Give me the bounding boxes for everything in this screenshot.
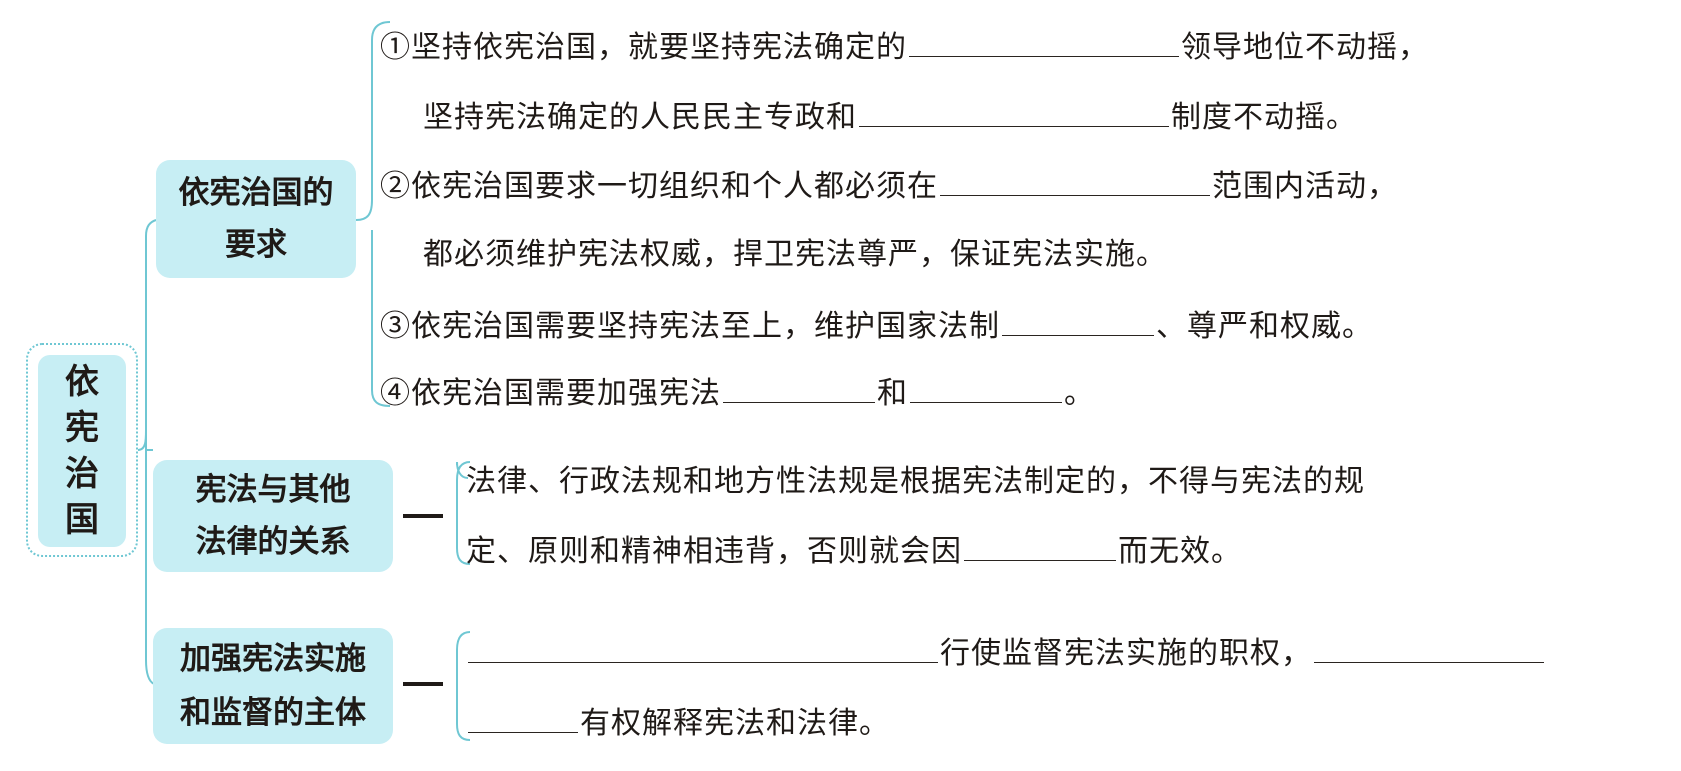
fill-in-blank[interactable]: [723, 372, 875, 403]
branch-node-relationship: 宪法与其他 法律的关系: [153, 460, 393, 572]
requirement-item-3-line-1: ③依宪治国需要坚持宪法至上，维护国家法制、尊严和权威。: [380, 305, 1373, 347]
relationship-line-1: 法律、行政法规和地方性法规是根据宪法制定的，不得与宪法的规: [466, 464, 1365, 499]
supervision-line-1: 行使监督宪法实施的职权，: [466, 632, 1546, 674]
fill-in-blank[interactable]: [468, 702, 578, 733]
root-node-label: 依宪治国: [65, 362, 99, 540]
branch-node-requirements: 依宪治国的 要求: [156, 160, 356, 278]
fill-in-blank[interactable]: [1002, 305, 1154, 336]
branch-node-label: 和监督的主体: [180, 695, 366, 731]
branch-node-label: 依宪治国的: [178, 175, 334, 211]
root-node-border: [26, 343, 138, 557]
fill-in-blank[interactable]: [859, 96, 1169, 127]
root-node: 依宪治国: [38, 355, 126, 547]
branch-node-supervision-subject: 加强宪法实施 和监督的主体: [153, 628, 393, 744]
requirement-item-4-line-1: ④依宪治国需要加强宪法和。: [380, 372, 1095, 414]
branch-node-label: 要求: [225, 227, 287, 263]
branch-dash: [403, 514, 443, 518]
fill-in-blank[interactable]: [468, 632, 938, 663]
fill-in-blank[interactable]: [940, 165, 1210, 196]
requirement-item-1-line-1: ①坚持依宪治国，就要坚持宪法确定的领导地位不动摇，: [380, 26, 1429, 68]
branch-dash: [403, 682, 443, 686]
fill-in-blank[interactable]: [964, 530, 1116, 561]
supervision-line-2: 有权解释宪法和法律。: [466, 702, 890, 744]
branch-node-label: 宪法与其他: [195, 472, 351, 508]
requirement-item-2-line-1: ②依宪治国要求一切组织和个人都必须在范围内活动，: [380, 165, 1398, 207]
relationship-line-2: 定、原则和精神相违背，否则就会因而无效。: [466, 530, 1242, 572]
branch-node-label: 加强宪法实施: [180, 641, 366, 677]
requirement-item-1-line-2: 坚持宪法确定的人民民主专政和制度不动摇。: [423, 96, 1357, 138]
fill-in-blank[interactable]: [1314, 632, 1544, 663]
fill-in-blank[interactable]: [909, 26, 1179, 57]
fill-in-blank[interactable]: [910, 372, 1062, 403]
branch-node-label: 法律的关系: [195, 524, 351, 560]
requirement-item-2-line-2: 都必须维护宪法权威，捍卫宪法尊严，保证宪法实施。: [423, 237, 1167, 272]
